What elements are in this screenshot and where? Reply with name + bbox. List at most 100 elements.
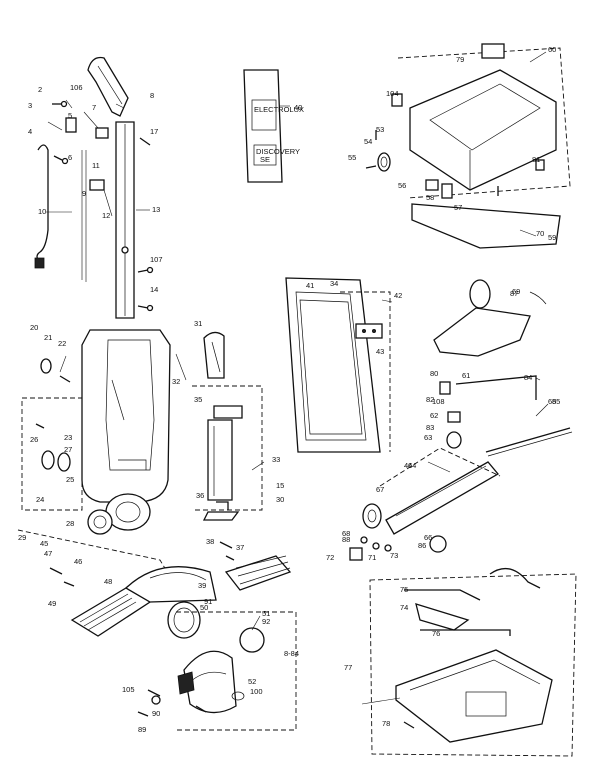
base-plate-group [369,567,577,757]
motor-screws [137,689,207,717]
part-label: 81 [532,155,540,164]
part-label: 7 [92,103,96,112]
part-label: 41 [306,281,314,290]
part-label: 31 [194,319,202,328]
bag-door-panel [285,277,391,453]
part-label: 59 [548,233,556,242]
part-label: 4 [28,127,32,136]
part-label: 56 [398,181,406,190]
part-label: 87 [510,289,518,298]
brush-roll-ends [349,503,447,561]
body-small-parts [35,358,71,472]
part-label: 22 [58,339,66,348]
part-label: 11 [92,161,100,170]
part-label: 78 [382,719,390,728]
part-label: 8 [150,91,154,100]
part-label: 44 [404,461,412,470]
part-label: 25 [66,475,74,484]
part-label: 50 [200,603,208,612]
part-label: 65 [548,397,556,406]
part-label: 37 [236,543,244,552]
decal-suffix-text: SE [260,155,270,164]
bag-tube-assembly [192,331,263,521]
part-label: 108 [432,397,445,406]
part-label: 39 [198,581,206,590]
switch-parts [65,117,109,282]
part-label: 32 [172,377,180,386]
part-label: 15 [276,481,284,490]
filter-grid [224,555,292,591]
part-label: 92 [262,617,270,626]
part-label: 88 [342,535,350,544]
part-label: 21 [44,333,52,342]
part-label: 12 [102,211,110,220]
main-body-housing [81,329,171,535]
part-label: 84 [524,373,532,382]
part-label: 66 [424,533,432,542]
height-adjust-parts [439,375,537,449]
part-label: 77 [344,663,352,672]
part-label: 105 [122,685,135,694]
part-label: 14 [150,285,158,294]
part-label: 58 [426,193,434,202]
part-label: 55 [348,153,356,162]
part-label: 83 [426,423,434,432]
part-label: 107 [150,255,163,264]
part-label: 29 [18,533,26,542]
part-label: 64 [408,461,416,470]
handle-grip [87,56,129,117]
part-label: 17 [150,127,158,136]
part-label: 45 [40,539,48,548]
power-cord [34,144,49,269]
part-label: 42 [394,291,402,300]
part-label: 85 [552,397,560,406]
front-grille [70,587,152,637]
part-label: 54 [364,137,372,146]
part-label: 28 [66,519,74,528]
nozzle-top-cover [433,279,547,357]
part-label: 27 [64,445,72,454]
fan-ring [167,601,201,639]
top-cover [391,43,571,199]
part-label: 49 [48,599,56,608]
part-label: 61 [462,371,470,380]
part-label: 71 [368,553,376,562]
part-label: 75 [400,585,408,594]
part-label: 76 [432,629,440,638]
part-label: 73 [390,551,398,560]
part-label: 6 [68,153,72,162]
part-label: 10 [38,207,46,216]
part-label: 46 [74,557,82,566]
part-label: 82 [426,395,434,404]
part-label: 104 [386,89,399,98]
part-label: 69 [512,287,520,296]
part-label: 40 [294,103,302,112]
cover-plate [411,203,561,249]
part-label: 38 [206,537,214,546]
part-label: 52 [248,677,256,686]
part-label: 20 [30,323,38,332]
bag-decal: ELECTROLUX DISCOVERY SE [243,69,304,183]
part-label: 106 [70,83,83,92]
part-label: 89 [138,725,146,734]
part-label: 86 [418,541,426,550]
part-label: 13 [152,205,160,214]
part-label: 63 [424,433,432,442]
leader-lines [46,51,549,705]
handle-tube [115,121,135,319]
part-number-labels: 2 3 4 5 6 7 8 9 10 11 12 13 14 15 17 20 … [18,45,560,734]
part-label: 57 [454,203,462,212]
part-label: 33 [272,455,280,464]
drive-belt-rod [485,427,573,457]
part-label: 53 [376,125,384,134]
part-label: 23 [64,433,72,442]
part-label: 24 [36,495,44,504]
part-label: 62 [430,411,438,420]
part-label: 43 [376,347,384,356]
part-label: 67 [376,485,384,494]
lower-left-screws [49,541,235,587]
decal-model-text: DISCOVERY [256,147,300,156]
part-label: 51 [262,609,270,618]
part-label: 100 [250,687,263,696]
